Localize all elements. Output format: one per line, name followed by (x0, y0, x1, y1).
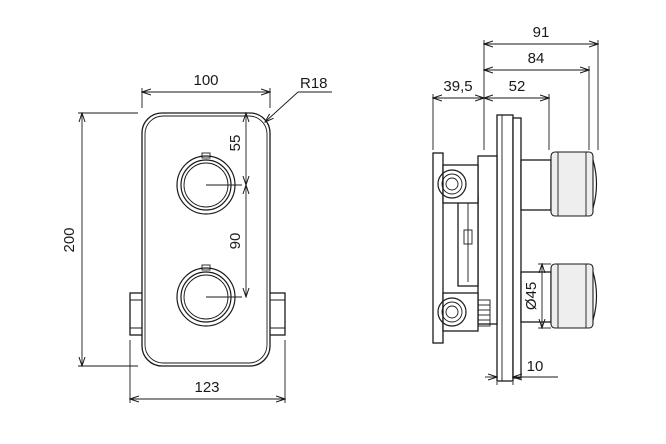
dim-front-height: 200 (61, 227, 78, 252)
dim-side-91: 91 (533, 24, 550, 41)
cover-plate (141, 112, 271, 367)
dim-upper-offset: 55 (227, 135, 244, 152)
dim-front-radius: R18 (300, 75, 328, 92)
valve-body (477, 155, 498, 325)
wall-plate (496, 114, 514, 382)
upper-knob (176, 152, 242, 215)
upper-knob-side (520, 151, 598, 217)
dim-side-84: 84 (528, 50, 545, 67)
dim-front-width: 100 (193, 72, 218, 89)
upper-connection (437, 164, 479, 204)
side-view: 91 84 52 39,5 Ø45 10 (433, 24, 598, 385)
dim-side-39-5: 39,5 (443, 78, 472, 95)
dim-knob-diameter: Ø45 (523, 282, 540, 310)
dim-plate-thickness: 10 (527, 358, 544, 375)
dim-base-width: 123 (194, 379, 219, 396)
lower-knob (176, 264, 242, 327)
front-view: 100 R18 200 55 90 123 (61, 72, 332, 403)
lower-connection (437, 292, 491, 332)
dim-side-52: 52 (509, 78, 526, 95)
lower-knob-side (520, 263, 598, 329)
dim-knob-spacing: 90 (227, 233, 244, 250)
